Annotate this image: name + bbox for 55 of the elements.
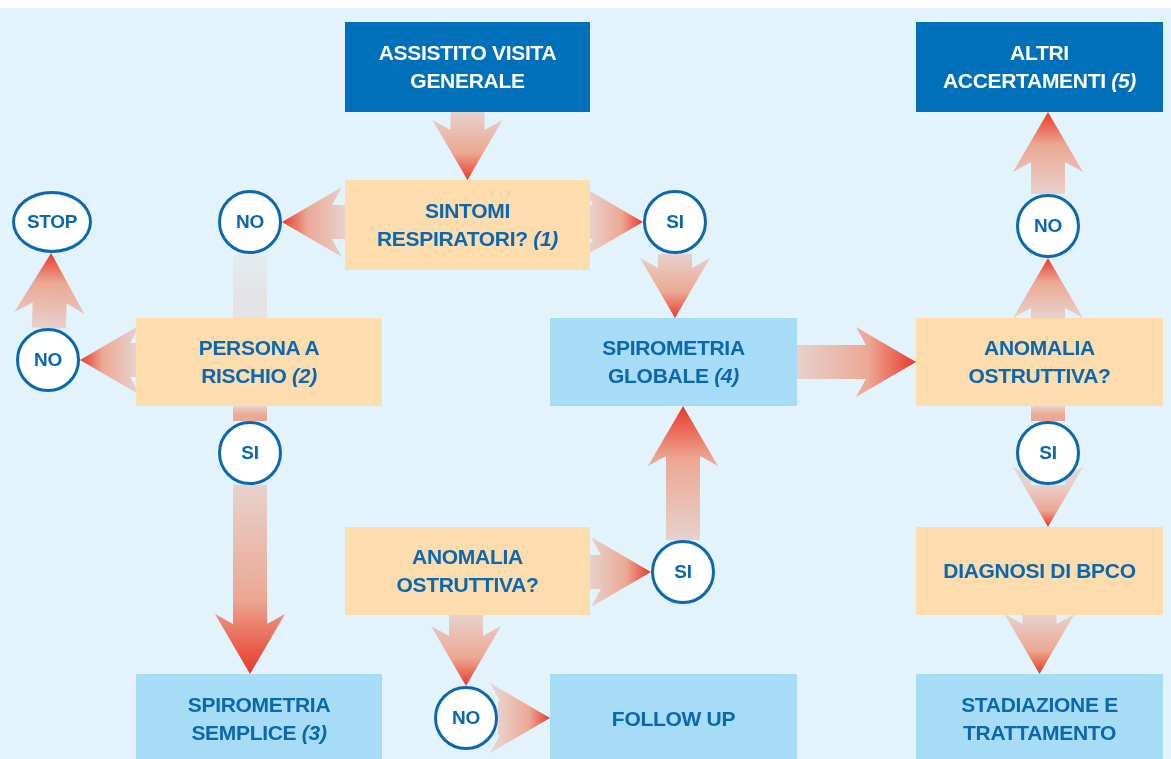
arrow xyxy=(640,254,710,318)
node-label: ANOMALIA OSTRUTTIVA? xyxy=(395,543,540,598)
node-label: ANOMALIA OSTRUTTIVA? xyxy=(967,334,1112,389)
node-label: SPIROMETRIA SEMPLICE (3) xyxy=(186,691,332,746)
answer-circle xyxy=(1016,421,1080,485)
answer-circle xyxy=(434,686,498,750)
arrow xyxy=(1013,258,1083,318)
process-box xyxy=(550,674,797,759)
node-label: STOP xyxy=(25,210,79,235)
decision-box xyxy=(136,318,382,406)
arrow xyxy=(282,187,345,257)
process-box xyxy=(136,674,382,759)
arrow xyxy=(797,327,916,397)
arrow xyxy=(14,253,85,329)
connector-bar xyxy=(1031,406,1065,421)
arrow xyxy=(432,112,503,180)
arrow xyxy=(431,615,501,686)
node-label: NO xyxy=(1033,214,1063,239)
answer-circle xyxy=(1016,194,1080,258)
process-box xyxy=(916,674,1163,759)
arrow xyxy=(1004,614,1075,674)
answer-circle xyxy=(651,540,715,604)
node-label: SINTOMI RESPIRATORI? (1) xyxy=(375,197,560,252)
decision-box xyxy=(916,318,1163,406)
connector-bar xyxy=(233,406,267,421)
arrow xyxy=(1013,467,1083,527)
arrow xyxy=(590,537,651,607)
decision-box xyxy=(916,527,1163,615)
connector-bar xyxy=(233,254,267,318)
node-label: PERSONA A RISCHIO (2) xyxy=(197,334,321,389)
node-label: SI xyxy=(665,210,685,235)
node-label: SPIROMETRIA GLOBALE (4) xyxy=(601,334,746,389)
node-label: STADIAZIONE E TRATTAMENTO xyxy=(960,691,1119,746)
node-label: SI xyxy=(1038,441,1058,466)
node-label: NO xyxy=(33,348,63,373)
arrow xyxy=(1013,112,1083,194)
node-label: NO xyxy=(235,210,265,235)
node-label: NO xyxy=(451,706,481,731)
node-label: SI xyxy=(673,560,693,585)
node-label: DIAGNOSI DI BPCO xyxy=(942,557,1137,584)
decision-box xyxy=(345,527,590,615)
start-box xyxy=(345,22,590,112)
arrow xyxy=(648,406,718,540)
node-label: ALTRI ACCERTAMENTI (5) xyxy=(941,39,1138,94)
arrow xyxy=(215,485,285,674)
answer-circle xyxy=(16,328,80,392)
arrow xyxy=(490,683,550,753)
answer-circle xyxy=(218,421,282,485)
node-label: SI xyxy=(240,441,260,466)
process-box xyxy=(550,318,797,406)
node-label: FOLLOW UP xyxy=(610,705,737,732)
decision-box xyxy=(345,180,590,270)
node-label: ASSISTITO VISITA GENERALE xyxy=(377,39,558,94)
answer-circle xyxy=(643,190,707,254)
start-box xyxy=(916,22,1163,112)
